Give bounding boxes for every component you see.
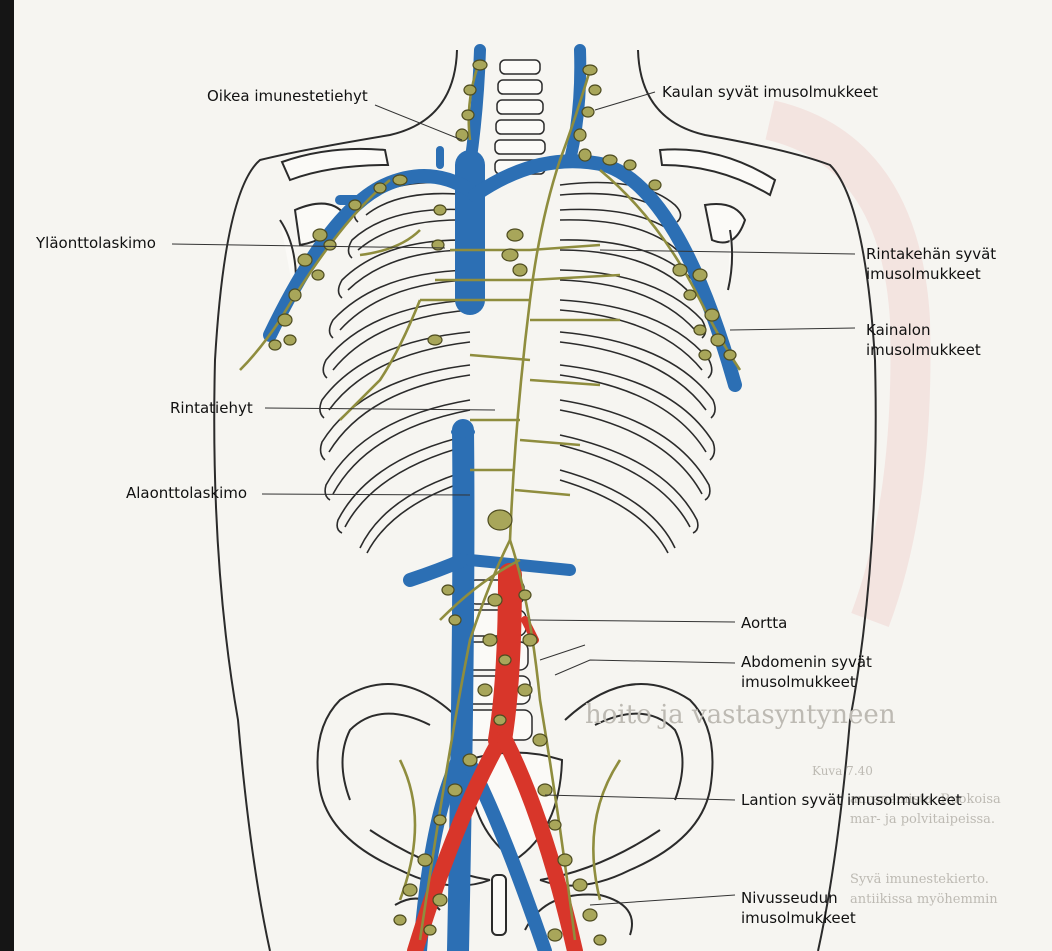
label-rintakehan-syvat: Rintakehän syvät [866, 244, 996, 264]
label-rintakehan-imusolmukkeet: imusolmukkeet [866, 264, 981, 284]
scan-edge [0, 0, 14, 951]
bg-heading: hoito ja vastasyntyneen [585, 700, 896, 730]
label-nivusseudun-imusolmukkeet: imusolmukkeet [741, 908, 856, 928]
label-abdomenin-imusolmukkeet: imusolmukkeet [741, 672, 856, 692]
label-ylaonttolaskimo: Yläonttolaskimo [36, 233, 156, 253]
bg-text-line: antiikissa myöhemmin [850, 892, 998, 907]
vena-cava-inferior-top [451, 426, 475, 438]
label-kainalon: Kainalon [866, 320, 930, 340]
label-alaonttolaskimo: Alaonttolaskimo [126, 483, 247, 503]
label-rintatiehyt: Rintatiehyt [170, 398, 253, 418]
label-aortta: Aortta [741, 613, 787, 633]
label-lantion-syvat-imusolmukkeet: Lantion syvät imusolmukkeet [741, 790, 962, 810]
label-kainalon-imusolmukkeet: imusolmukkeet [866, 340, 981, 360]
label-oikea-imunestetiehyt: Oikea imunestetiehyt [207, 86, 368, 106]
label-kaulan-syvat-imusolmukkeet: Kaulan syvät imusolmukkeet [662, 82, 878, 102]
label-nivusseudun: Nivusseudun [741, 888, 838, 908]
bg-caption: Kuva 7.40 [812, 764, 873, 778]
bg-text-line: mar- ja polvitaipeissa. [850, 812, 995, 827]
label-abdomenin-syvat: Abdomenin syvät [741, 652, 872, 672]
bg-text-line: Syvä imunestekierto. [850, 872, 989, 887]
